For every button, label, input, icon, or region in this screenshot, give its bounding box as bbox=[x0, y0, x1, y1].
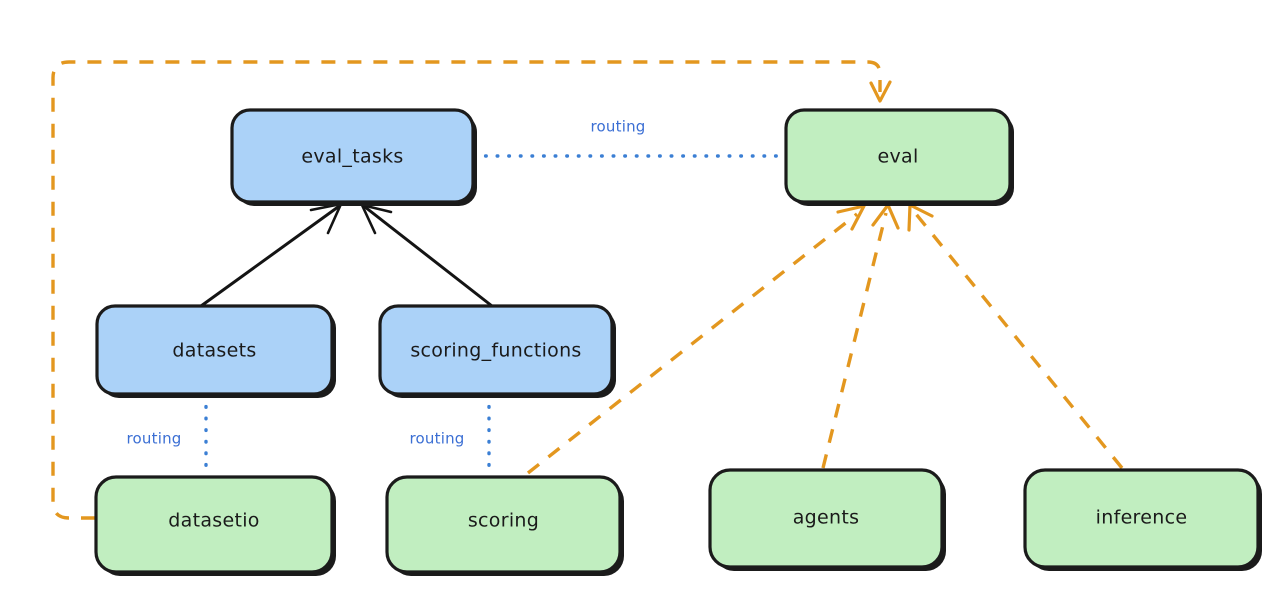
node-scoring_functions[interactable]: scoring_functions bbox=[378, 304, 616, 398]
node-inference-box bbox=[1023, 468, 1260, 569]
edge-inference-to-eval bbox=[907, 203, 1124, 470]
edge-label-routing-scoring: routing bbox=[410, 430, 465, 448]
node-scoring-label: scoring bbox=[468, 510, 539, 532]
node-datasetio-box bbox=[94, 475, 334, 574]
node-eval_tasks[interactable]: eval_tasks bbox=[230, 108, 477, 206]
node-datasetio-label: datasetio bbox=[168, 510, 259, 532]
node-datasets-box bbox=[95, 304, 334, 396]
node-agents[interactable]: agents bbox=[708, 468, 946, 571]
node-agents-box bbox=[708, 468, 944, 569]
node-eval_tasks-box bbox=[230, 108, 475, 204]
node-inference[interactable]: inference bbox=[1023, 468, 1262, 571]
node-eval-label: eval bbox=[877, 146, 918, 168]
node-eval[interactable]: eval bbox=[784, 108, 1014, 206]
node-datasetio[interactable]: datasetio bbox=[94, 475, 336, 576]
node-datasets[interactable]: datasets bbox=[95, 304, 336, 398]
edge-datasets-to-eval_tasks bbox=[199, 202, 344, 308]
node-scoring[interactable]: scoring bbox=[385, 475, 624, 576]
node-eval-box bbox=[784, 108, 1012, 204]
node-datasets-label: datasets bbox=[172, 340, 256, 362]
edge-agents-to-eval bbox=[821, 203, 900, 469]
edge-datasetio-to-eval bbox=[51, 60, 892, 520]
node-scoring_functions-label: scoring_functions bbox=[410, 340, 581, 362]
edge-label-routing-datasetio: routing bbox=[127, 430, 182, 448]
node-scoring-box bbox=[385, 475, 622, 574]
edge-scoring_functions-to-eval_tasks bbox=[359, 203, 494, 308]
node-eval_tasks-label: eval_tasks bbox=[301, 146, 403, 168]
edge-label-routing-eval: routing bbox=[591, 118, 646, 136]
node-scoring_functions-box bbox=[378, 304, 614, 396]
node-agents-label: agents bbox=[793, 507, 860, 529]
node-inference-label: inference bbox=[1096, 507, 1188, 529]
